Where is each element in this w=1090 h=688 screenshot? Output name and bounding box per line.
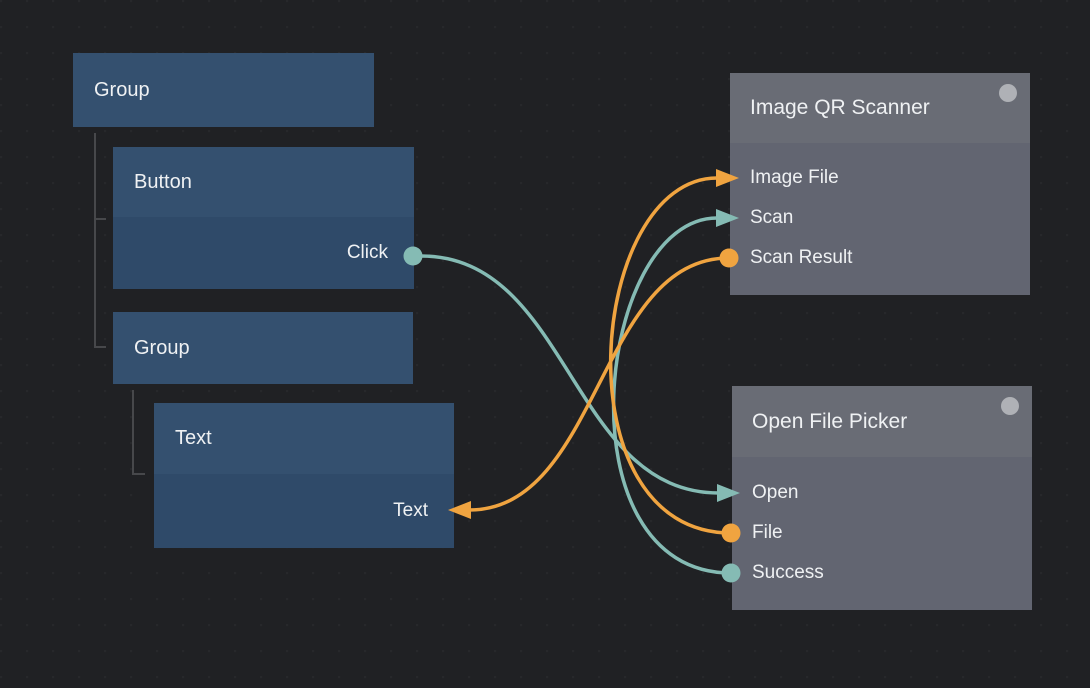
tree-item-label: Button <box>113 147 414 217</box>
port-success[interactable]: Success <box>752 562 824 583</box>
node-body: Image File Scan Scan Result <box>730 143 1030 295</box>
port-row-text[interactable]: Text <box>154 474 454 548</box>
node-title: Open File Picker <box>752 409 908 433</box>
connection-scan-result-to-text[interactable] <box>468 256 730 512</box>
tree-item-group-2[interactable]: Group <box>113 312 413 384</box>
tree-item-label: Text <box>154 403 454 474</box>
port-file[interactable]: File <box>752 522 783 543</box>
node-body: Open File Success <box>732 457 1032 610</box>
connection-click-to-open[interactable] <box>420 254 720 495</box>
port-label-text: Text <box>393 500 428 521</box>
node-open-file-picker[interactable]: Open File Picker Open File Success <box>732 386 1032 610</box>
node-header[interactable]: Open File Picker <box>732 386 1032 457</box>
port-scan-result[interactable]: Scan Result <box>750 247 853 268</box>
node-title: Image QR Scanner <box>750 96 930 119</box>
port-label-click: Click <box>346 242 388 263</box>
status-circle-icon[interactable] <box>1001 397 1019 415</box>
port-image-file[interactable]: Image File <box>750 167 839 188</box>
tree-item-button[interactable]: Button Click <box>113 147 414 289</box>
tree-item-label: Group <box>113 312 413 384</box>
status-circle-icon[interactable] <box>999 84 1017 102</box>
connection-success-to-scan[interactable] <box>611 216 732 575</box>
tree-guide-line <box>132 390 145 475</box>
connection-file-to-image-file[interactable] <box>609 176 732 535</box>
tree-item-text[interactable]: Text Text <box>154 403 454 548</box>
tree-item-label: Group <box>73 53 374 127</box>
tree-guide-line <box>94 133 106 348</box>
port-open[interactable]: Open <box>752 482 799 503</box>
node-header[interactable]: Image QR Scanner <box>730 73 1030 143</box>
tree-item-group-1[interactable]: Group <box>73 53 374 127</box>
node-image-qr-scanner[interactable]: Image QR Scanner Image File Scan Scan Re… <box>730 73 1030 295</box>
port-row-click[interactable]: Click <box>113 217 414 289</box>
port-scan[interactable]: Scan <box>750 207 794 228</box>
